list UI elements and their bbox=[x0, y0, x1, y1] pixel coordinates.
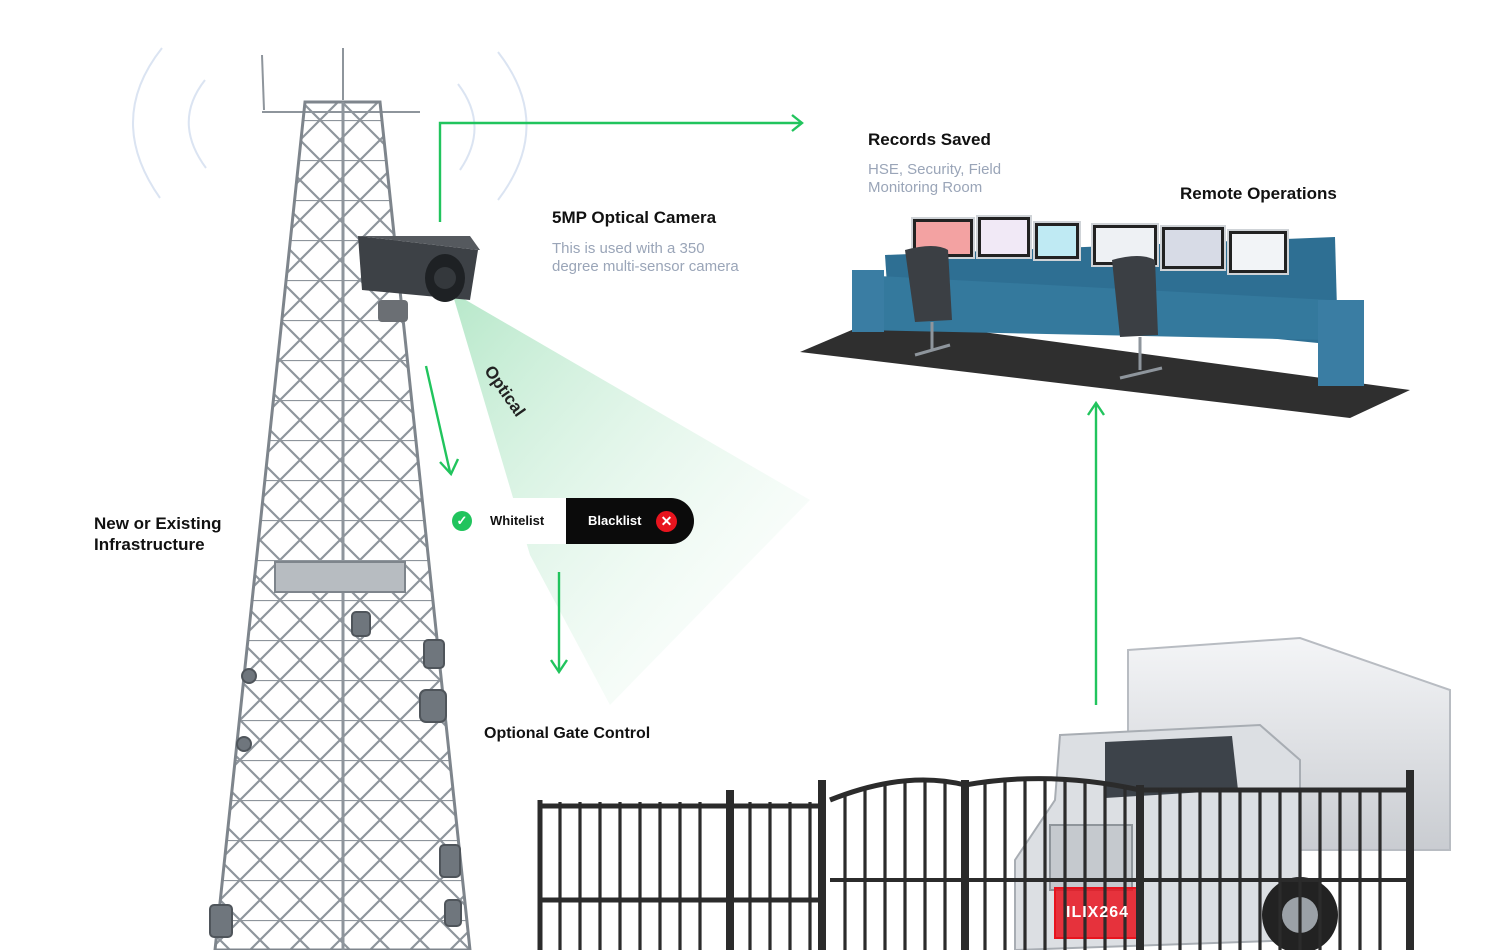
license-plate: ILIX264 bbox=[1066, 904, 1130, 921]
control-room bbox=[800, 215, 1410, 418]
whitelist-label: Whitelist bbox=[490, 513, 545, 528]
whitelist-segment[interactable]: ✓ Whitelist bbox=[444, 498, 574, 544]
camera-title: 5MP Optical Camera bbox=[552, 208, 717, 227]
tower bbox=[209, 48, 472, 950]
flow-arrows bbox=[424, 114, 1105, 705]
camera-subtitle-2: degree multi-sensor camera bbox=[552, 258, 739, 275]
access-list-toggle[interactable]: ✓ Whitelist Blacklist ✕ bbox=[444, 498, 694, 544]
blacklist-label: Blacklist bbox=[588, 513, 642, 528]
infrastructure-label-1: New or Existing bbox=[94, 514, 222, 533]
signal-waves-icon bbox=[132, 47, 528, 201]
remote-operations-title: Remote Operations bbox=[1180, 184, 1337, 203]
gate-control-label: Optional Gate Control bbox=[484, 725, 651, 742]
records-title: Records Saved bbox=[868, 130, 991, 149]
records-subtitle-1: HSE, Security, Field bbox=[868, 161, 1002, 178]
check-circle-icon: ✓ bbox=[452, 511, 472, 531]
optical-camera-icon bbox=[358, 236, 480, 322]
x-circle-icon: ✕ bbox=[656, 511, 677, 532]
gate-fence bbox=[537, 770, 1414, 950]
camera-subtitle-1: This is used with a 350 bbox=[552, 240, 705, 257]
records-subtitle-2: Monitoring Room bbox=[868, 179, 983, 196]
infrastructure-label-2: Infrastructure bbox=[94, 535, 205, 554]
